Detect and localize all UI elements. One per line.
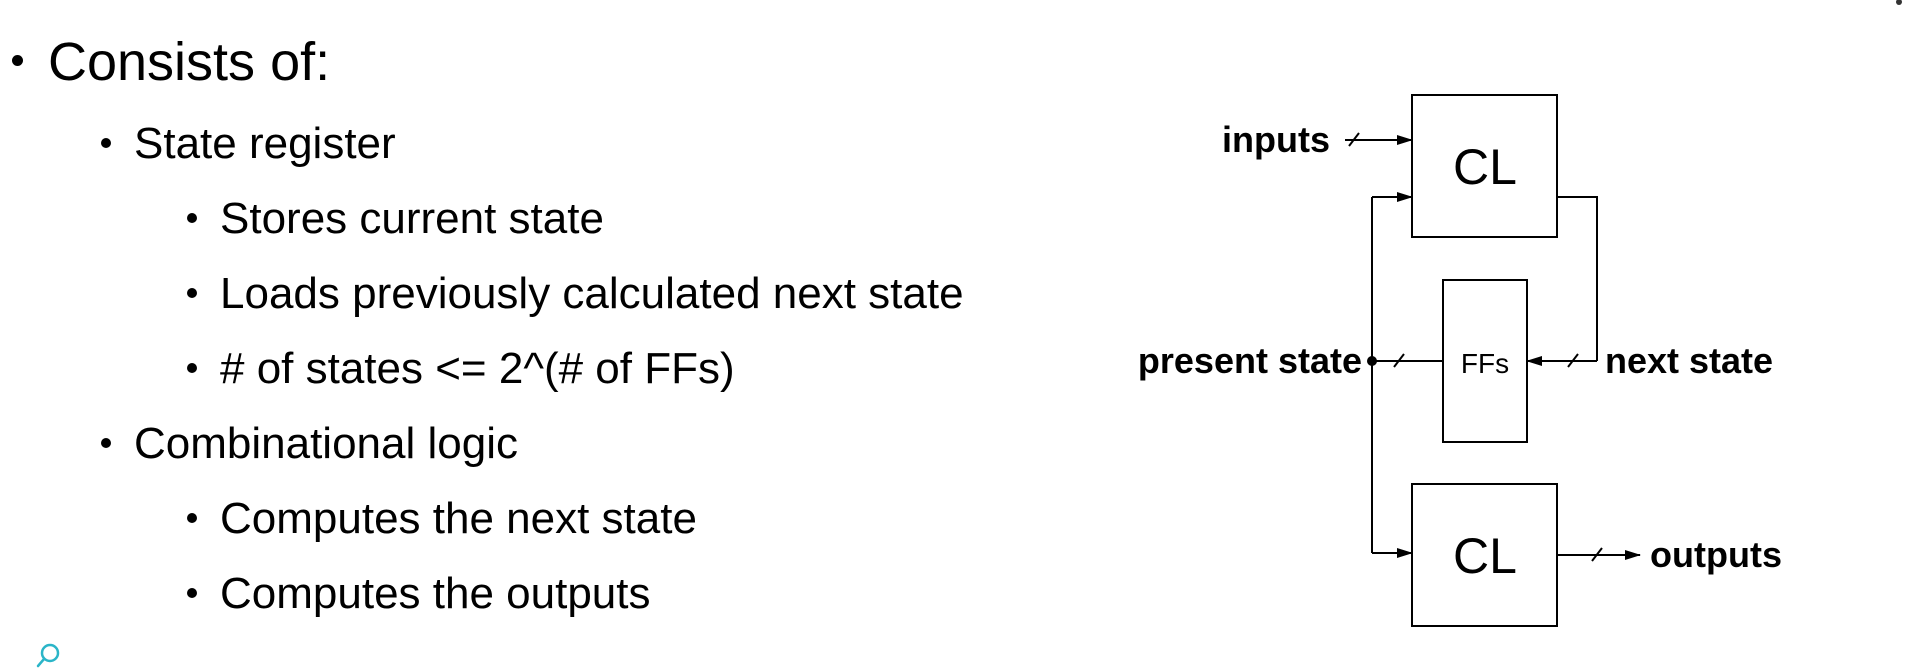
bullet-dot xyxy=(12,55,23,66)
ffs-label: FFs xyxy=(1461,348,1509,379)
bullet-num-states: # of states <= 2^(# of FFs) xyxy=(187,344,735,393)
bullet-dot xyxy=(101,138,111,148)
bullet-stores-current-state: Stores current state xyxy=(187,194,604,243)
fsm-block-diagram: CL FFs CL inputs present state next stat… xyxy=(1138,94,1782,627)
bullet-computes-outputs: Computes the outputs xyxy=(187,569,651,618)
bullet-text: Consists of: xyxy=(48,32,331,92)
next-state-bus-slash xyxy=(1567,353,1579,368)
bullet-dot xyxy=(101,438,111,448)
bullet-computes-next-state: Computes the next state xyxy=(187,494,697,543)
bullet-text: State register xyxy=(134,119,396,168)
bullet-text: Computes the outputs xyxy=(220,569,651,618)
bullet-text: # of states <= 2^(# of FFs) xyxy=(220,344,735,393)
cl-top-block xyxy=(1411,94,1558,238)
bullet-text: Combinational logic xyxy=(134,419,518,468)
bullet-combinational-logic: Combinational logic xyxy=(101,419,518,468)
inputs-bus-slash xyxy=(1348,132,1360,147)
bullet-dot xyxy=(187,588,197,598)
bullet-text: Stores current state xyxy=(220,194,604,243)
cl-bottom-label: CL xyxy=(1453,528,1517,584)
bullet-consists-of: Consists of: xyxy=(12,32,331,92)
search-icon[interactable] xyxy=(34,640,64,670)
outputs-label: outputs xyxy=(1650,534,1782,575)
bullet-dot xyxy=(187,363,197,373)
bullet-dot xyxy=(187,213,197,223)
present-state-bus-slash xyxy=(1393,353,1405,368)
next-state-wire xyxy=(1557,196,1598,361)
next-state-label: next state xyxy=(1605,340,1773,381)
corner-mark-icon xyxy=(1896,0,1902,5)
bullet-dot xyxy=(187,513,197,523)
bullet-loads-previous: Loads previously calculated next state xyxy=(187,269,964,318)
cl-top-label: CL xyxy=(1453,139,1517,195)
bullet-text: Computes the next state xyxy=(220,494,697,543)
bullet-dot xyxy=(187,288,197,298)
present-state-label: present state xyxy=(1138,340,1362,381)
outputs-bus-slash xyxy=(1591,547,1603,562)
bullet-text: Loads previously calculated next state xyxy=(220,269,964,318)
bullet-state-register: State register xyxy=(101,119,396,168)
inputs-label: inputs xyxy=(1222,119,1330,160)
